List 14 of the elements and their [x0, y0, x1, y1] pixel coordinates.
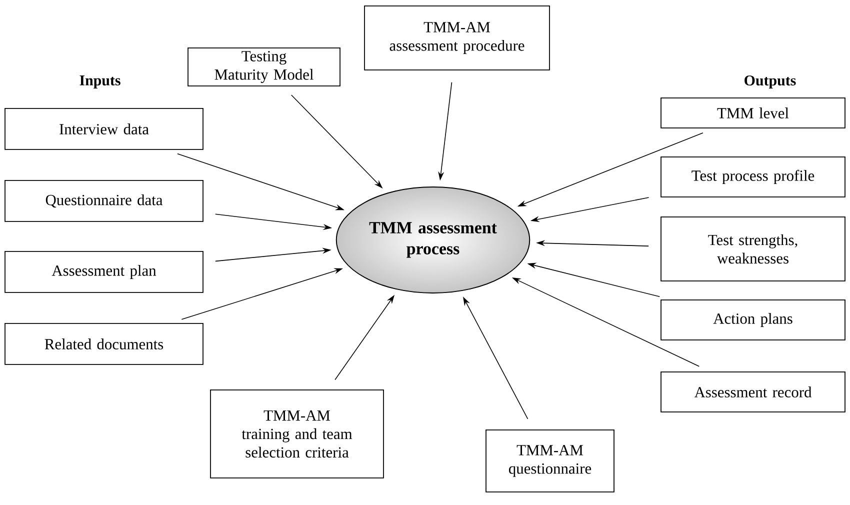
document-box: TMM-AM training and team selection criteria [210, 390, 384, 478]
document-box: Interview data [4, 108, 204, 150]
document-box: Assessment plan [4, 251, 204, 293]
document-box: Assessment record [660, 372, 846, 412]
document-box: Test process profile [660, 156, 846, 198]
document-box: Action plans [660, 300, 846, 340]
document-box: TMM level [660, 98, 846, 128]
document-box: TMM-AM questionnaire [486, 430, 614, 492]
document-box: Testing Maturity Model [188, 48, 340, 86]
document-box: Related documents [4, 323, 204, 365]
document-box: Test strengths, weaknesses [660, 216, 846, 282]
document-box: Questionnaire data [4, 180, 204, 222]
document-box: TMM-AM assessment procedure [364, 6, 550, 70]
column-heading: Inputs [80, 76, 120, 88]
